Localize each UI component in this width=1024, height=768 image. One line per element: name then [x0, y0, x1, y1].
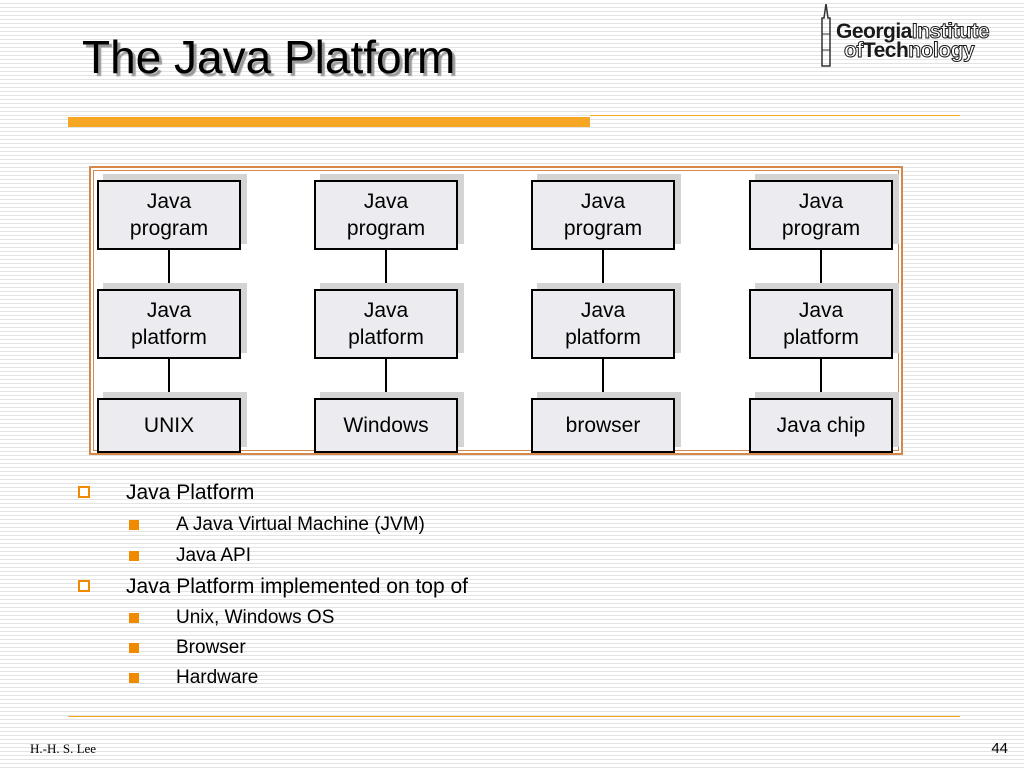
logo-of: of	[844, 39, 864, 63]
logo-tech: Tech	[862, 39, 909, 62]
sub-bullet-item: Browser	[129, 637, 246, 659]
bullet-item: Java Platform implemented on top of	[78, 575, 468, 599]
sub-bullet-item: Java API	[129, 545, 251, 567]
slide-title: The Java Platform	[82, 31, 456, 83]
hollow-square-bullet-icon	[78, 580, 90, 592]
footer-rule	[68, 716, 960, 717]
connector-line	[602, 250, 604, 289]
tower-icon	[821, 4, 831, 67]
title-underline-bar	[68, 117, 590, 127]
sub-bullet-item: Hardware	[129, 667, 258, 689]
filled-square-bullet-icon	[129, 520, 139, 530]
logo-nology: nology	[908, 39, 975, 63]
connector-line	[168, 359, 170, 398]
connector-line	[820, 250, 822, 289]
logo-institute: Institute	[911, 20, 990, 44]
host-box-browser: browser	[531, 398, 675, 453]
connector-line	[602, 359, 604, 398]
connector-line	[820, 359, 822, 398]
logo-georgia: Georgia	[836, 20, 912, 43]
sub-bullet-item: Unix, Windows OS	[129, 607, 334, 629]
filled-square-bullet-icon	[129, 643, 139, 653]
page-number: 44	[991, 740, 1008, 757]
connector-line	[385, 250, 387, 289]
logo-line-1: GeorgiaInstitute	[836, 20, 990, 44]
bullet-item: Java Platform	[78, 481, 254, 505]
hollow-square-bullet-icon	[78, 486, 90, 498]
georgia-tech-logo: GeorgiaInstitute ofTechnology	[818, 4, 1018, 70]
filled-square-bullet-icon	[129, 613, 139, 623]
filled-square-bullet-icon	[129, 673, 139, 683]
host-box-java-chip: Java chip	[749, 398, 893, 453]
connector-line	[385, 359, 387, 398]
logo-line-2: ofTechnology	[844, 39, 976, 63]
host-box-windows: Windows	[314, 398, 458, 453]
title-underline-rule	[590, 115, 960, 116]
filled-square-bullet-icon	[129, 551, 139, 561]
footer-author: H.-H. S. Lee	[30, 741, 97, 756]
sub-bullet-item: A Java Virtual Machine (JVM)	[129, 514, 425, 536]
host-box-unix: UNIX	[97, 398, 241, 453]
connector-line	[168, 250, 170, 289]
